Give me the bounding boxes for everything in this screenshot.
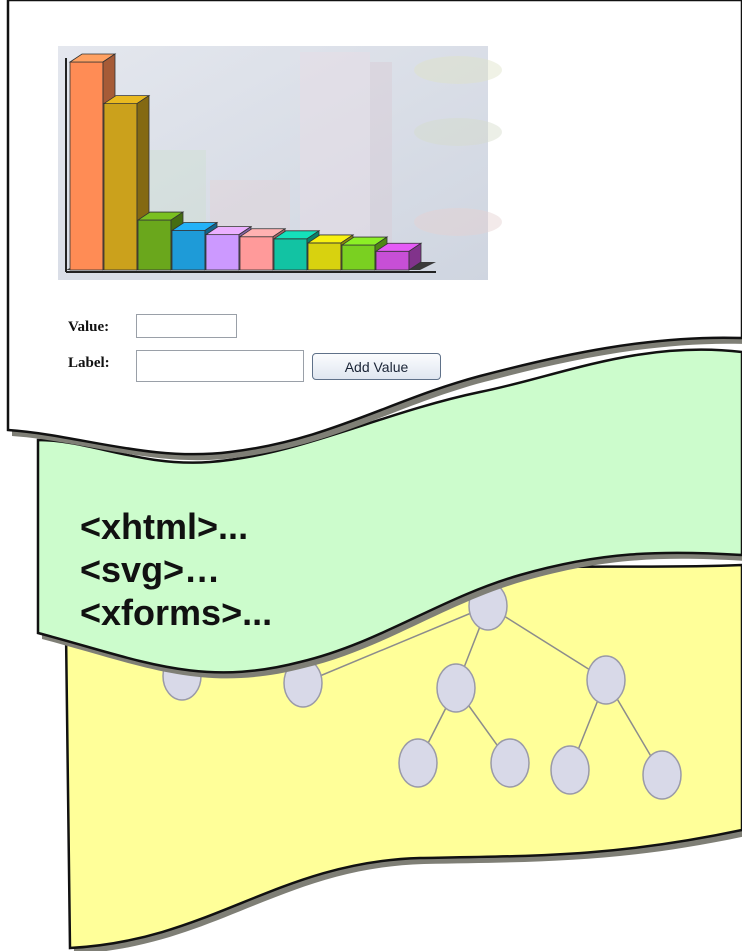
- tree-edge: [487, 605, 607, 681]
- code-layer: [36, 348, 742, 679]
- tree-edge: [302, 605, 489, 684]
- add-value-button[interactable]: Add Value: [312, 353, 441, 380]
- code-layer-sheet: [36, 348, 742, 674]
- tree-node: [586, 655, 626, 705]
- label-input[interactable]: [136, 350, 304, 382]
- tree-node: [642, 750, 682, 800]
- bar-chart: [58, 46, 502, 280]
- code-line-xforms: <xforms>...: [80, 592, 273, 633]
- tree-nodes: [162, 581, 682, 800]
- tree-node: [436, 663, 476, 713]
- value-input[interactable]: [136, 314, 237, 338]
- label-row: Label: Add Value: [68, 350, 448, 382]
- value-label: Value:: [68, 319, 110, 335]
- tree-node: [550, 745, 590, 795]
- tree-node: [490, 738, 530, 788]
- label-label: Label:: [68, 355, 110, 371]
- code-line-svg: <svg>…: [80, 549, 221, 590]
- value-row: Value:: [68, 314, 268, 342]
- chart-bars: [68, 53, 423, 271]
- code-line-xhtml: <xhtml>...: [80, 506, 249, 547]
- bar: [374, 242, 423, 271]
- bar: [102, 94, 151, 271]
- tree-node: [398, 738, 438, 788]
- code-snippet: <xhtml>... <svg>… <xforms>...: [80, 505, 272, 634]
